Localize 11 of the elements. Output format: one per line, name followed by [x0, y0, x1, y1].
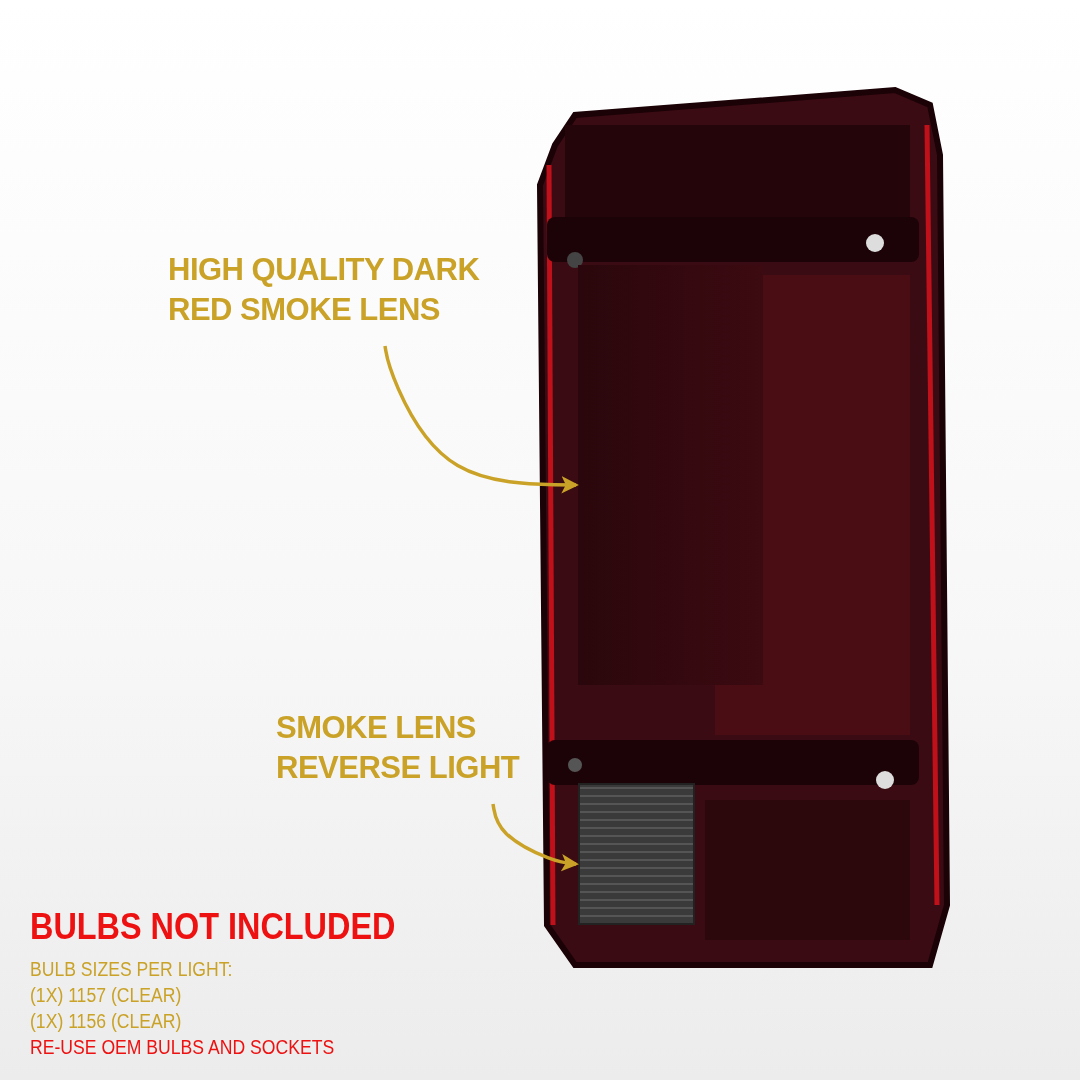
leader-arrow: [491, 803, 579, 872]
note-text: (1X) 1157 (CLEAR): [30, 984, 182, 1007]
callout-text: SMOKE LENS REVERSE LIGHT: [276, 709, 521, 787]
note-text: RE-USE OEM BULBS AND SOCKETS: [30, 1036, 335, 1059]
reverse-light-lens: [578, 783, 695, 925]
note-text: BULB SIZES PER LIGHT:: [30, 958, 233, 981]
leader-arrow: [383, 345, 579, 494]
callout-text: HIGH QUALITY DARK RED SMOKE LENS: [168, 251, 481, 329]
smoke-lens-panel: [578, 265, 763, 685]
warning-heading: BULBS NOT INCLUDED: [30, 906, 396, 948]
note-text: (1X) 1156 (CLEAR): [30, 1010, 182, 1033]
